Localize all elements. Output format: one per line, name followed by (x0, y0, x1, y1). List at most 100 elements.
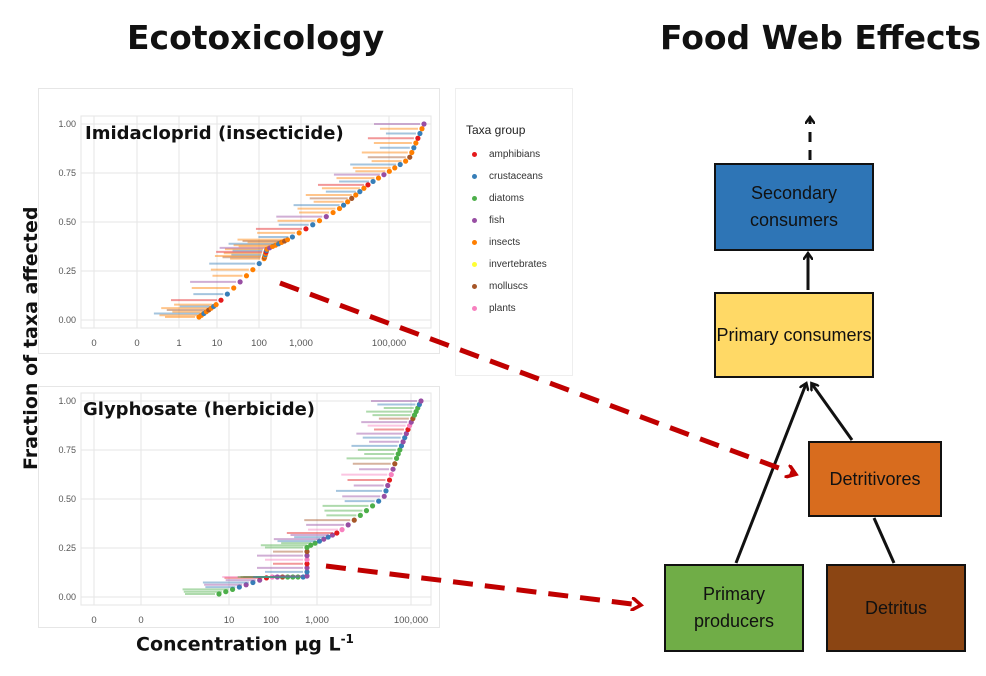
taxa-point (357, 512, 363, 518)
taxa-point (304, 569, 310, 575)
taxa-point (312, 540, 318, 546)
taxa-point (403, 158, 409, 164)
x-axis-label-text: Concentration μg L (136, 633, 341, 656)
taxa-point (229, 586, 236, 592)
taxa-point (398, 443, 405, 449)
detritus-box: Detritus (826, 564, 966, 652)
legend-dot (472, 284, 477, 289)
taxa-point (369, 503, 376, 509)
legend-label: plants (489, 303, 516, 314)
taxa-point (218, 297, 224, 303)
legend-item-amphibians: amphibians (472, 149, 540, 160)
taxa-point (402, 435, 408, 441)
x-tick-label: 0 (138, 615, 143, 626)
taxa-point (289, 234, 295, 240)
x-tick-label: 100,000 (372, 338, 406, 349)
taxa-point (250, 267, 256, 273)
taxa-point (224, 291, 230, 297)
taxa-point (334, 530, 340, 536)
taxa-point (351, 517, 357, 523)
producers-to-consumers-arrow (734, 384, 806, 564)
taxa-point (417, 130, 423, 137)
x-tick-label: 100 (263, 615, 279, 626)
primary-consumers-box: Primary consumers (714, 292, 874, 378)
x-axis-label-exponent: -1 (340, 632, 354, 646)
x-tick-label: 0 (134, 338, 139, 349)
taxa-point (411, 145, 417, 151)
taxa-point (409, 149, 415, 156)
taxa-point (361, 185, 367, 191)
y-tick-label: 1.00 (58, 396, 76, 406)
y-tick-label: 0.25 (58, 266, 76, 276)
taxa-point (296, 230, 302, 236)
taxa-point (304, 573, 310, 579)
legend-dot (472, 306, 477, 311)
taxa-point (388, 472, 394, 478)
legend-label: molluscs (489, 281, 528, 292)
y-tick-label: 0.50 (58, 494, 76, 504)
y-tick-label: 1.00 (58, 119, 76, 129)
glyphosate-points (182, 398, 424, 597)
taxa-point (407, 154, 413, 160)
taxa-point (386, 168, 392, 174)
taxa-point (284, 237, 291, 243)
taxa-point (339, 527, 345, 533)
taxa-point (397, 161, 403, 168)
taxa-point (303, 226, 309, 232)
taxa-point (330, 209, 336, 216)
taxa-point (269, 574, 275, 580)
taxa-point (310, 222, 316, 228)
taxa-point (316, 218, 323, 224)
taxa-point (340, 202, 347, 208)
taxa-point (256, 260, 262, 267)
x-tick-label: 1,000 (305, 615, 329, 626)
legend-item-insects: insects (472, 237, 520, 248)
secondary-consumers-box: Secondary consumers (714, 163, 874, 251)
imidacloprid-title: Imidacloprid (insecticide) (85, 123, 344, 144)
detritus-to-detritivores-line (872, 517, 896, 564)
x-tick-label: 0 (91, 338, 96, 349)
taxa-point (243, 582, 249, 588)
legend-dot (472, 196, 477, 201)
food-web-heading: Food Web Effects (660, 18, 982, 57)
taxa-point (400, 439, 406, 445)
taxa-point (363, 508, 370, 514)
taxa-point (216, 591, 222, 597)
x-tick-label: 1,000 (289, 338, 313, 349)
taxa-point (393, 455, 400, 461)
taxa-point (349, 195, 355, 202)
taxa-point (263, 575, 270, 581)
taxa-point (321, 536, 327, 542)
legend-dot (472, 174, 477, 179)
taxa-point (383, 488, 389, 494)
taxa-point (279, 574, 286, 580)
taxa-point (421, 121, 427, 127)
x-tick-label: 0 (91, 615, 96, 626)
y-tick-label: 0.75 (58, 168, 76, 178)
imidacloprid-to-detritivores-arrow (279, 280, 795, 474)
taxa-point (304, 548, 310, 555)
taxa-point (236, 584, 242, 590)
legend-item-fish: fish (472, 215, 505, 226)
taxa-point (336, 205, 343, 212)
x-tick-label: 10 (224, 615, 235, 626)
legend-item-plants: plants (472, 303, 516, 314)
imidacloprid-points (153, 121, 427, 320)
taxa-point (376, 498, 382, 504)
y-tick-label: 0.00 (58, 315, 76, 325)
taxa-point (257, 577, 263, 583)
legend-dot (472, 262, 477, 267)
taxa-point (285, 574, 291, 580)
legend-item-invertebrates: invertebrates (472, 259, 547, 270)
taxa-point (386, 477, 393, 483)
detritivores-box: Detritivores (808, 441, 942, 517)
taxa-point (243, 273, 250, 279)
taxa-point (390, 466, 396, 472)
taxa-point (381, 172, 387, 178)
detritus-label: Detritus (864, 597, 927, 618)
